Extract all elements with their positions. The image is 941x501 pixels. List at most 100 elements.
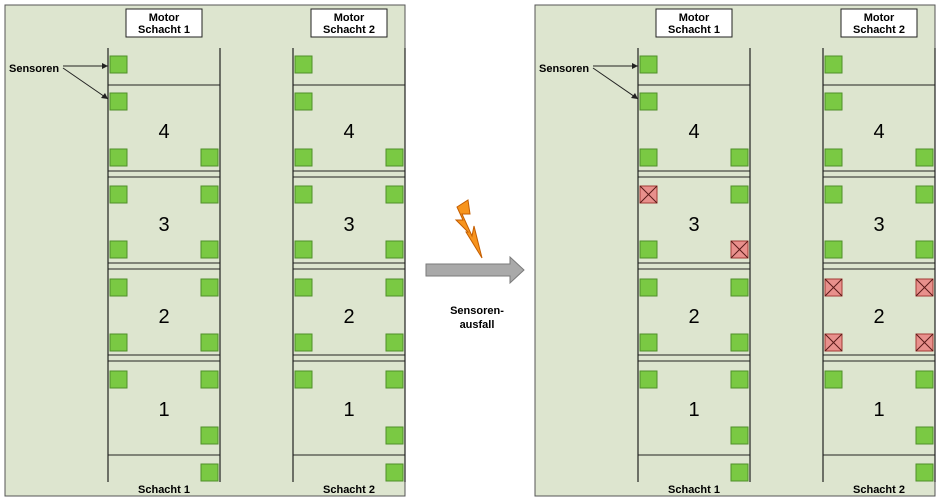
sensor-label: Sensoren: [539, 63, 589, 75]
sensor: [294, 185, 313, 204]
sensor: [730, 370, 749, 389]
sensor: [200, 240, 219, 259]
sensor: [915, 426, 934, 445]
shaft-label: Schacht 1: [138, 484, 190, 496]
sensor: [200, 333, 219, 352]
sensor: [294, 55, 313, 74]
failed-sensor-cross: [639, 185, 658, 204]
sensor: [200, 463, 219, 482]
sensor: [639, 370, 658, 389]
sensor: [730, 463, 749, 482]
sensor: [915, 148, 934, 167]
sensor: [915, 370, 934, 389]
shaft-label: Schacht 2: [323, 484, 375, 496]
sensor: [824, 148, 843, 167]
motor-label-line2: Schacht 1: [668, 24, 720, 36]
sensor: [824, 185, 843, 204]
sensor: [385, 278, 404, 297]
sensor: [639, 55, 658, 74]
motor-label-line1: Motor: [149, 12, 180, 24]
sensor: [730, 185, 749, 204]
sensor: [730, 278, 749, 297]
failed-sensor-cross: [824, 278, 843, 297]
sensor: [109, 148, 128, 167]
sensor: [639, 278, 658, 297]
sensor: [385, 333, 404, 352]
sensor: [294, 148, 313, 167]
floor-number: 2: [158, 306, 169, 328]
floor-number: 1: [158, 399, 169, 421]
floor-number: 3: [343, 214, 354, 236]
sensor: [385, 463, 404, 482]
motor-label-line1: Motor: [679, 12, 710, 24]
sensor: [730, 426, 749, 445]
transition-caption-line2: ausfall: [460, 319, 495, 331]
floor-number: 3: [873, 214, 884, 236]
arrowhead-icon: [102, 63, 108, 69]
floor-number: 4: [158, 121, 169, 143]
sensor: [200, 185, 219, 204]
failed-sensor-cross: [915, 333, 934, 352]
floor-number: 1: [688, 399, 699, 421]
sensor-pointer-line: [62, 67, 109, 100]
floor-number: 1: [343, 399, 354, 421]
sensor: [109, 55, 128, 74]
shaft-label: Schacht 2: [853, 484, 905, 496]
sensor: [109, 92, 128, 111]
transition-caption-line1: Sensoren-: [450, 305, 504, 317]
sensor: [639, 333, 658, 352]
arrowhead-icon: [101, 93, 108, 99]
sensor: [385, 240, 404, 259]
lightning-bolt-icon: [454, 199, 483, 259]
sensor: [109, 240, 128, 259]
sensor: [915, 240, 934, 259]
right-arrow-icon: [425, 255, 525, 285]
sensor: [385, 426, 404, 445]
sensor: [824, 92, 843, 111]
floor-number: 4: [873, 121, 884, 143]
motor-box: [655, 8, 733, 38]
sensor: [294, 92, 313, 111]
floor-number: 1: [873, 399, 884, 421]
sensor-failure-transition: Sensoren- ausfall: [425, 199, 525, 331]
failed-sensor-cross: [730, 240, 749, 259]
sensor: [824, 55, 843, 74]
sensor: [639, 148, 658, 167]
sensor: [385, 148, 404, 167]
floor-number: 3: [158, 214, 169, 236]
motor-label-line1: Motor: [334, 12, 365, 24]
sensor: [200, 370, 219, 389]
motor-box: [840, 8, 918, 38]
sensor: [109, 185, 128, 204]
sensor: [109, 278, 128, 297]
sensor: [294, 278, 313, 297]
sensor: [730, 148, 749, 167]
sensor: [385, 370, 404, 389]
motor-label-line1: Motor: [864, 12, 895, 24]
sensor: [109, 370, 128, 389]
sensor: [915, 463, 934, 482]
sensor: [109, 333, 128, 352]
motor-label-line2: Schacht 2: [853, 24, 905, 36]
sensor: [294, 333, 313, 352]
failed-sensor-cross: [915, 278, 934, 297]
shaft-label: Schacht 1: [668, 484, 720, 496]
sensor-label: Sensoren: [9, 63, 59, 75]
floor-number: 3: [688, 214, 699, 236]
sensor: [639, 92, 658, 111]
floor-number: 4: [343, 121, 354, 143]
floor-number: 2: [688, 306, 699, 328]
sensor: [824, 370, 843, 389]
floor-number: 2: [343, 306, 354, 328]
floor-number: 2: [873, 306, 884, 328]
sensor: [385, 185, 404, 204]
motor-label-line2: Schacht 1: [138, 24, 190, 36]
sensor-pointer-line: [592, 67, 639, 100]
